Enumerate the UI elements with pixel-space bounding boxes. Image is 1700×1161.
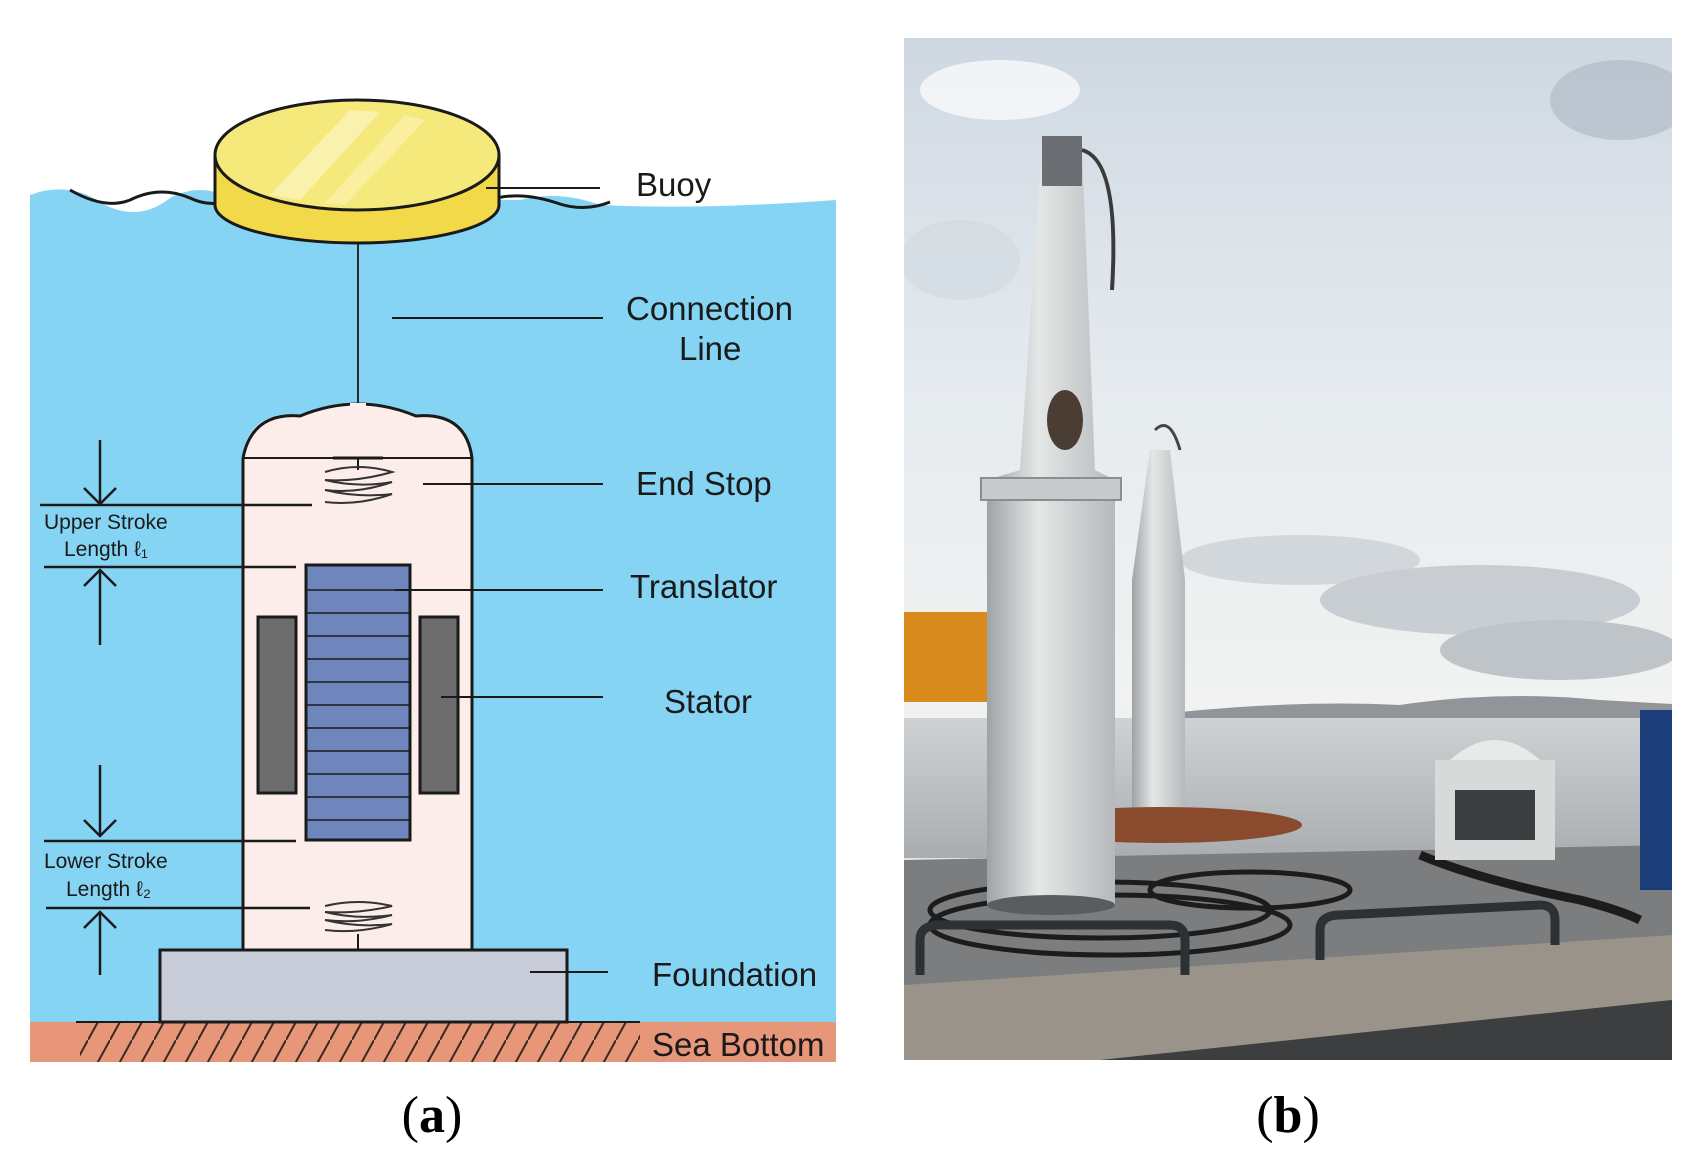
stator-left <box>256 615 298 795</box>
sea-bottom-hatch <box>80 1022 640 1062</box>
photo-blue-container <box>1640 710 1672 890</box>
water-surface-line-right <box>489 194 611 209</box>
label-translator: Translator <box>630 568 777 605</box>
caption-b: (b) <box>1256 1087 1320 1144</box>
translator <box>304 563 412 842</box>
label-connection-line-1: Connection <box>626 290 793 327</box>
panel-a-diagram: Buoy Connection Line End Stop Translator… <box>30 98 836 1063</box>
upper-stroke-markers <box>40 440 312 645</box>
label-connection-line-2: Line <box>679 330 741 367</box>
label-lower-stroke-2: Length ℓ₂ <box>66 878 151 901</box>
label-lower-stroke-1: Lower Stroke <box>44 850 168 873</box>
photo-near-tower <box>980 136 1122 915</box>
photo-railings <box>915 900 1560 975</box>
label-upper-stroke-1: Upper Stroke <box>44 511 168 534</box>
photo-generator-unit <box>1435 740 1555 860</box>
stator-right <box>418 615 460 795</box>
label-end-stop: End Stop <box>636 465 772 502</box>
caption-a: (a) <box>402 1087 463 1144</box>
label-sea-bottom: Sea Bottom <box>652 1026 824 1063</box>
label-upper-stroke-2: Length ℓ₁ <box>64 538 148 561</box>
photo-orange-frame <box>904 612 996 702</box>
label-buoy: Buoy <box>636 166 712 203</box>
photo-asphalt <box>1100 1000 1672 1060</box>
water-surface-line <box>69 188 241 205</box>
photo-clouds <box>904 60 1672 680</box>
buoy <box>213 98 501 245</box>
label-stator: Stator <box>664 683 752 720</box>
panel-b-photo <box>904 38 1672 1060</box>
photo-hills <box>1180 696 1672 722</box>
leader-lines <box>392 187 608 973</box>
upper-end-stop-spring <box>324 456 396 504</box>
foundation <box>158 948 569 1024</box>
lower-stroke-markers <box>44 765 310 975</box>
label-foundation: Foundation <box>652 956 817 993</box>
